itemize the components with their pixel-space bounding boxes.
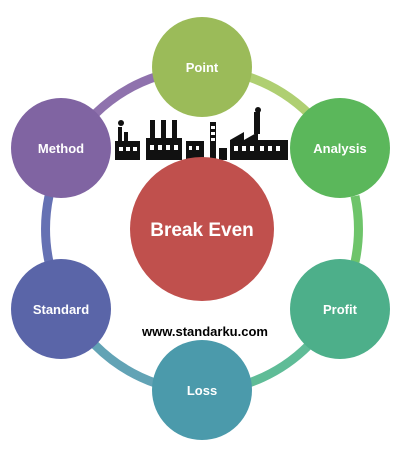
center-node-break-even: Break Even [130, 157, 274, 301]
factory-icon [146, 120, 182, 160]
node-analysis-label: Analysis [313, 141, 366, 156]
node-analysis: Analysis [290, 98, 390, 198]
factory-icons [115, 107, 288, 160]
connector-standard-method [41, 195, 54, 263]
node-profit: Profit [290, 259, 390, 359]
node-method-label: Method [38, 141, 84, 156]
connector-point-analysis [244, 71, 313, 118]
node-loss-label: Loss [187, 383, 217, 398]
connector-method-point [91, 71, 160, 118]
connector-analysis-profit [350, 195, 363, 263]
connector-loss-standard [91, 341, 160, 389]
node-point: Point [152, 17, 252, 117]
node-method: Method [11, 98, 111, 198]
factory-icon [186, 122, 227, 160]
center-label: Break Even [150, 220, 254, 241]
node-standard: Standard [11, 259, 111, 359]
node-standard-label: Standard [33, 302, 89, 317]
factory-icon [230, 107, 288, 160]
connector-profit-loss [244, 341, 313, 389]
node-loss: Loss [152, 340, 252, 440]
factory-icon [115, 120, 140, 160]
node-profit-label: Profit [323, 302, 358, 317]
connector-ring [41, 71, 363, 389]
watermark-url: www.standarku.com [141, 324, 268, 339]
node-point-label: Point [186, 60, 219, 75]
